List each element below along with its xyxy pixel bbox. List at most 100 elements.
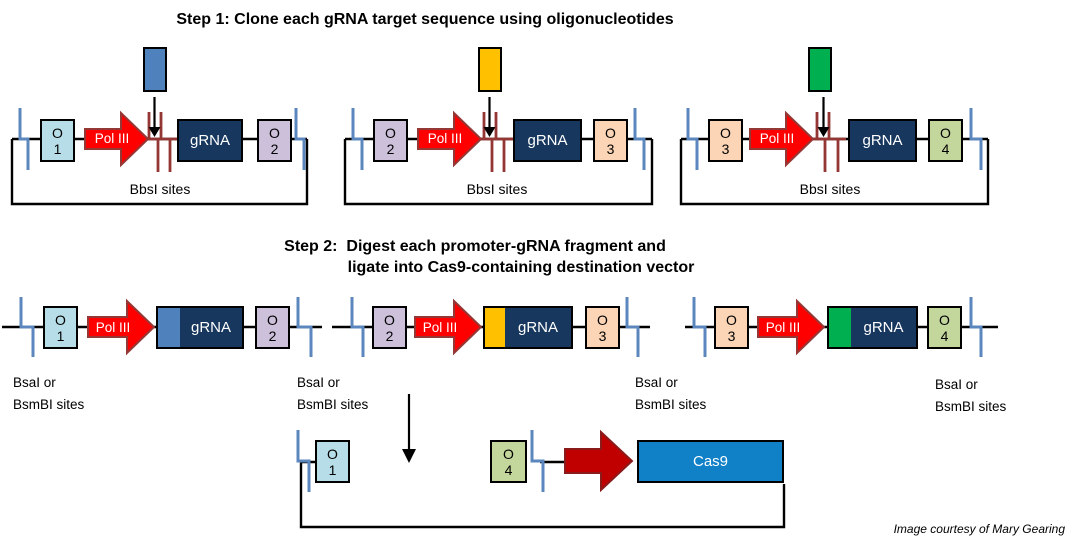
o-number: 3: [721, 140, 730, 157]
o-number: 3: [606, 140, 615, 157]
bsai-line2: BsmBI sites: [635, 397, 707, 412]
bsai-sites-label-1: BsaI or BsmBI sites: [13, 372, 84, 416]
blue-target-insert: [158, 308, 180, 347]
destination-vector: [296, 429, 786, 529]
plasmid-loop: [679, 139, 990, 206]
step1-c2-oligo-o3-box: O 3: [593, 119, 628, 162]
pol-iii-arrow: [87, 298, 156, 356]
pol-iii-arrow: [749, 110, 815, 168]
o-number: 1: [56, 327, 65, 344]
yellow-target-insert: [485, 308, 505, 347]
sticky-end-icon: [350, 297, 365, 357]
o-letter: O: [385, 124, 396, 141]
o-number: 2: [270, 140, 279, 157]
digest-down-arrow: [402, 394, 416, 463]
o-letter: O: [327, 445, 338, 462]
green-target-swatch: [808, 47, 832, 92]
cas9-label: Cas9: [692, 453, 729, 470]
attribution-text: Image courtesy of Mary Gearing: [893, 522, 1065, 536]
sticky-end-icon: [19, 297, 35, 357]
bsai-line2: BsmBI sites: [297, 397, 369, 412]
o-number: 1: [328, 461, 337, 478]
step2-f1-oligo-o1-box: O 1: [43, 306, 78, 349]
o-number: 2: [268, 327, 277, 344]
sticky-end-icon: [969, 108, 983, 170]
bsai-line1: BsaI or: [935, 377, 978, 392]
bbsi-sites-label: BbsI sites: [129, 181, 191, 197]
step2-title-line2: ligate into Cas9-containing destination …: [347, 259, 695, 276]
pol-iii-label: Pol III: [422, 320, 458, 335]
pol-iii-arrow: [84, 110, 150, 168]
step1-c3-grna-box: gRNA: [848, 119, 917, 162]
o-letter: O: [720, 124, 731, 141]
step1-construct-1: [10, 97, 309, 206]
o-letter: O: [55, 311, 66, 328]
step1-c1-oligo-o2-box: O 2: [257, 119, 292, 162]
o-number: 2: [385, 327, 394, 344]
o-number: 4: [504, 461, 513, 478]
sticky-end-icon: [625, 297, 640, 357]
bsai-sites-label-3: BsaI or BsmBI sites: [635, 372, 706, 416]
sticky-end-icon: [692, 297, 707, 357]
grna-label: gRNA: [527, 132, 568, 149]
down-arrow-head: [402, 449, 416, 463]
pol-iii-label: Pol III: [765, 320, 801, 335]
pol-iii-label: Pol III: [759, 131, 795, 146]
step2-f1-oligo-o2-box: O 2: [255, 306, 290, 349]
yellow-target-swatch: [478, 47, 502, 92]
step1-c3-oligo-o4-box: O 4: [928, 119, 963, 162]
sticky-end-icon: [296, 430, 311, 492]
bbsi-sites-label: BbsI sites: [466, 181, 528, 197]
step1-title: Step 1: Clone each gRNA target sequence …: [176, 11, 674, 28]
o-letter: O: [52, 124, 63, 141]
step2-f2-oligo-o3-box: O 3: [585, 306, 620, 349]
pol-iii-label: Pol III: [427, 131, 463, 146]
o-letter: O: [605, 124, 616, 141]
sticky-end-icon: [294, 108, 306, 170]
pol-iii-label: Pol III: [94, 131, 130, 146]
o-number: 3: [727, 327, 736, 344]
o-letter: O: [939, 311, 950, 328]
step1-c2-oligo-o2-box: O 2: [373, 119, 408, 162]
cas9-promoter-arrow: [564, 429, 634, 493]
o-number: 3: [598, 327, 607, 344]
o-letter: O: [940, 124, 951, 141]
sticky-end-icon: [530, 430, 545, 492]
pol-iii-arrow: [757, 298, 826, 356]
step2-f3-grna-box: gRNA: [827, 306, 918, 349]
down-arrow-head: [483, 127, 496, 137]
grna-label: gRNA: [190, 319, 231, 336]
sticky-end-icon: [969, 297, 983, 357]
step1-c1-grna-box: gRNA: [177, 119, 243, 162]
o-number: 4: [941, 140, 950, 157]
pol-iii-arrow: [417, 110, 483, 168]
bsai-line1: BsaI or: [297, 375, 340, 390]
o-letter: O: [267, 311, 278, 328]
vector-oligo-o4-box: O 4: [490, 440, 527, 483]
plasmid-loop: [10, 139, 309, 206]
grna-label: gRNA: [517, 319, 558, 336]
bsai-sites-label-4: BsaI or BsmBI sites: [935, 374, 1006, 418]
o-number: 4: [940, 327, 949, 344]
step2-f2-grna-box: gRNA: [483, 306, 573, 349]
pol-iii-arrow: [414, 298, 483, 356]
o-letter: O: [384, 311, 395, 328]
bsai-line2: BsmBI sites: [935, 399, 1007, 414]
blue-target-swatch: [143, 47, 167, 92]
plasmid-loop: [343, 139, 654, 206]
step1-c3-oligo-o3-box: O 3: [708, 119, 743, 162]
green-target-insert: [829, 308, 851, 347]
sticky-end-icon: [633, 108, 646, 170]
sticky-end-icon: [18, 108, 30, 170]
cas9-box: Cas9: [637, 440, 784, 483]
o-letter: O: [503, 445, 514, 462]
o-letter: O: [726, 311, 737, 328]
sticky-end-icon: [296, 297, 313, 357]
o-letter: O: [269, 124, 280, 141]
down-arrow-head: [148, 127, 161, 137]
sticky-end-icon: [351, 108, 364, 170]
step2-f2-oligo-o2-box: O 2: [372, 306, 407, 349]
grna-label: gRNA: [863, 319, 904, 336]
bsai-sites-label-2: BsaI or BsmBI sites: [297, 372, 368, 416]
